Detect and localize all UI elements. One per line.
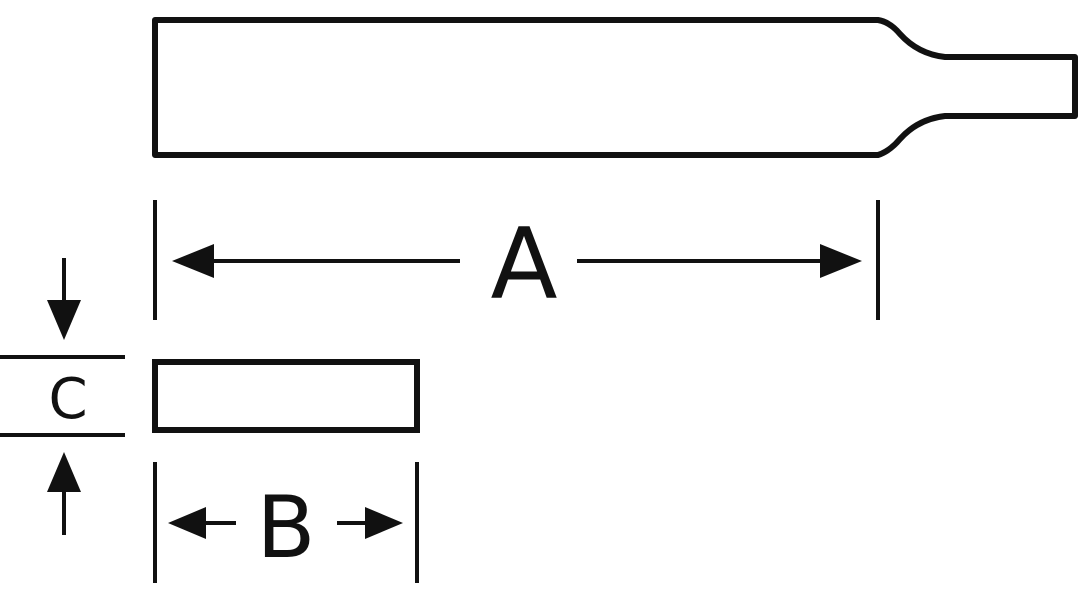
dimension-b-left-arrow [168,507,206,539]
file-cross-section [152,359,420,433]
dimension-c-bottom-arrow [47,452,81,492]
dimension-c-label: C [48,367,87,432]
dimension-a-label: A [490,208,557,322]
dimension-b-right-arrow [365,507,403,539]
file-top-view-outline [152,17,1078,158]
dimension-b-label: B [257,478,316,578]
dimension-c-top-arrow [47,300,81,340]
dimension-a-right-arrow [820,244,862,278]
dimension-a-left-arrow [172,244,214,278]
